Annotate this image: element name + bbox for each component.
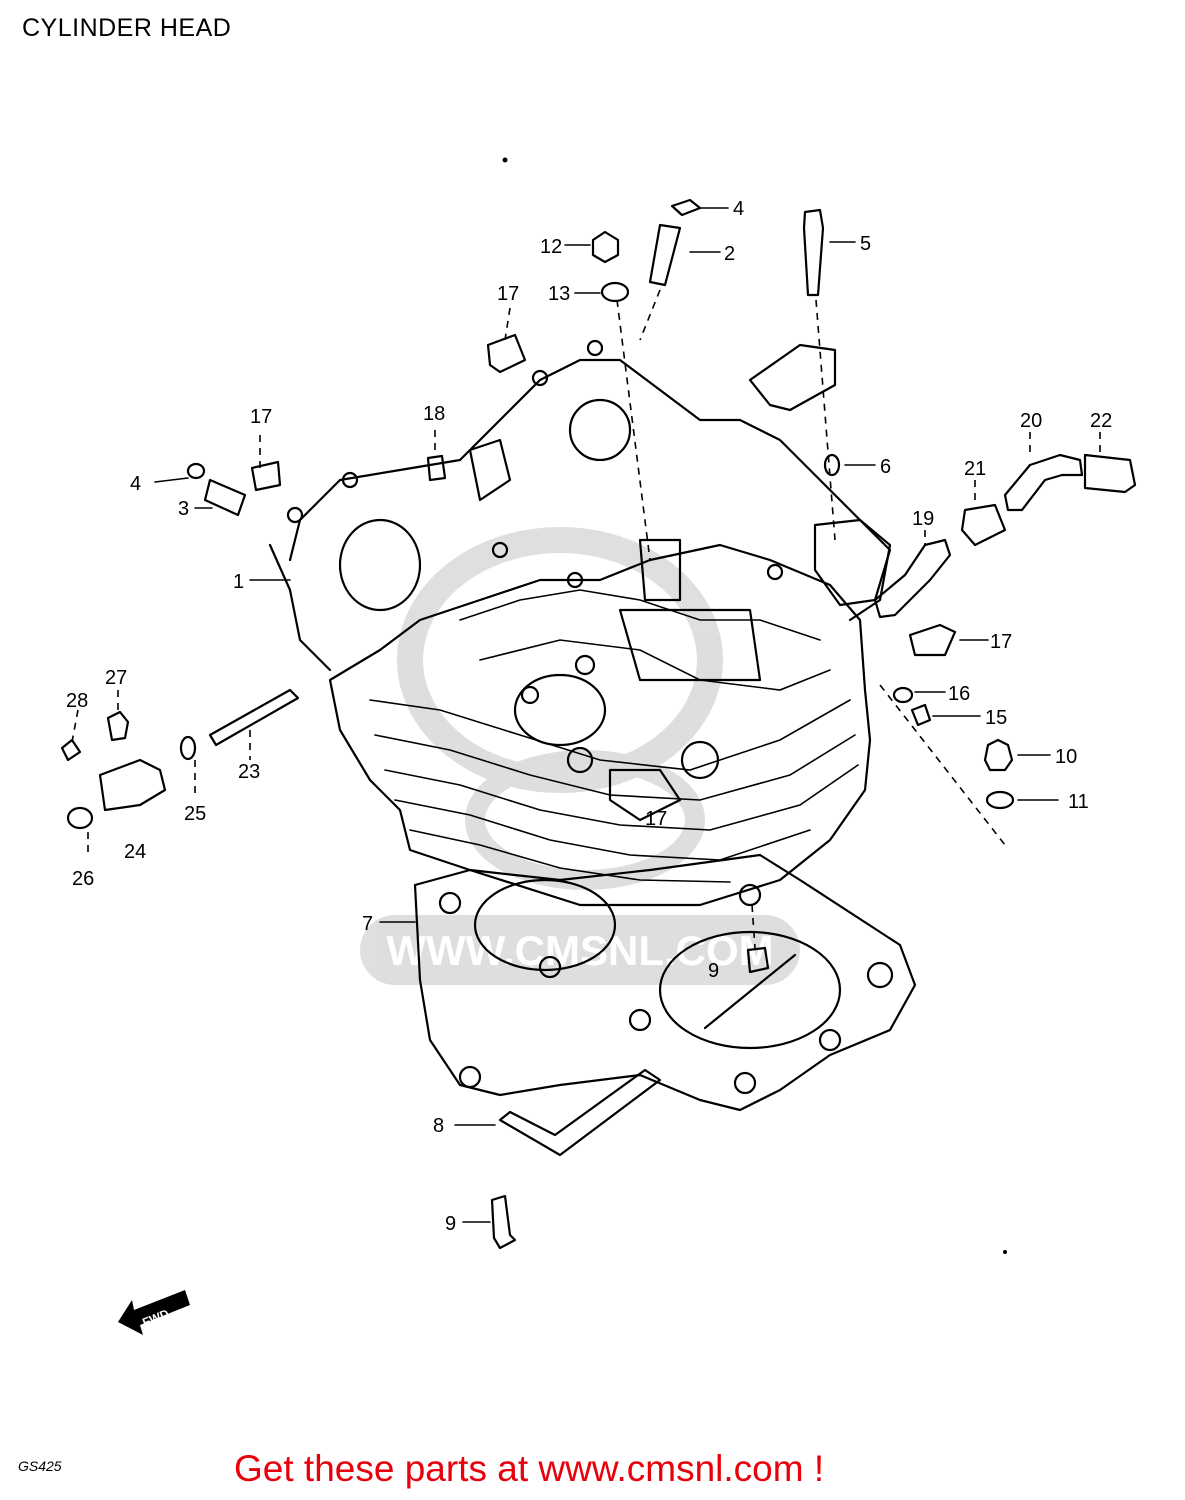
part-2-dowel — [648, 223, 682, 287]
figure-code: GS425 — [18, 1458, 62, 1474]
stray-dot — [1003, 1250, 1007, 1254]
callout-17-left: 17 — [250, 406, 272, 428]
callout-24: 24 — [124, 841, 146, 863]
callout-20: 20 — [1020, 410, 1042, 432]
part-24-holder — [98, 758, 167, 812]
part-14-washer — [600, 281, 630, 303]
part-26-cap — [66, 806, 94, 830]
callout-6: 6 — [880, 456, 891, 478]
part-5-stud — [802, 208, 825, 297]
part-23-shaft — [208, 688, 300, 747]
head-gasket — [413, 853, 917, 1112]
part-12-washer — [985, 790, 1015, 810]
callout-4-left: 4 — [130, 473, 141, 495]
part-18-plug — [426, 454, 447, 482]
callout-9: 9 — [445, 1213, 456, 1235]
part-11-cap-nut — [983, 738, 1014, 772]
page-title: CYLINDER HEAD — [22, 14, 232, 42]
part-21-sleeve — [960, 503, 1007, 547]
part-17-cap-left — [250, 460, 282, 492]
part-25-ring — [179, 735, 197, 761]
callout-10: 9 — [708, 960, 719, 982]
callout-13: 12 — [540, 236, 562, 258]
callout-17-center: 17 — [645, 808, 667, 830]
callout-2: 2 — [724, 243, 735, 265]
part-3-dowel-left — [203, 478, 247, 517]
part-15-screw — [910, 703, 932, 727]
part-20-hose — [1003, 453, 1084, 512]
callout-21: 21 — [964, 458, 986, 480]
part-6-oring — [823, 453, 841, 477]
callout-1: 1 — [233, 571, 244, 593]
part-22-cap — [1083, 453, 1137, 494]
part-9-bolt — [490, 1194, 517, 1250]
callout-5: 5 — [860, 233, 871, 255]
part-8 — [498, 1068, 662, 1157]
callout-16: 16 — [948, 683, 970, 705]
part-27-nut — [106, 710, 130, 742]
callout-27: 27 — [105, 667, 127, 689]
cylinder-head — [268, 339, 892, 907]
footer-link[interactable]: Get these parts at www.cmsnl.com ! — [234, 1448, 825, 1489]
part-4-clip-left — [186, 462, 206, 480]
part-13-nut — [591, 230, 620, 264]
part-10-dowel — [746, 946, 770, 974]
callout-labels: 12 13 17 4 2 5 6 18 17 4 3 1 20 22 21 19… — [66, 198, 1112, 1137]
callout-14: 13 — [548, 283, 570, 305]
callout-12: 11 — [1068, 791, 1089, 813]
callout-8: 8 — [433, 1115, 444, 1137]
callout-25: 25 — [184, 803, 206, 825]
callout-19: 19 — [912, 508, 934, 530]
part-17-cap-right — [908, 623, 957, 657]
callout-26: 26 — [72, 868, 94, 890]
callout-3: 3 — [178, 498, 189, 520]
callout-15: 15 — [985, 707, 1007, 729]
part-28-bolt — [60, 738, 82, 762]
leader-lines — [71, 289, 1101, 949]
fwd-arrow-icon: FWD — [118, 1290, 190, 1335]
callout-22: 22 — [1090, 410, 1112, 432]
stray-dot — [502, 157, 508, 163]
callout-4-top: 4 — [733, 198, 744, 220]
callout-leaders — [154, 207, 1059, 1223]
part-4-clip-top — [670, 198, 702, 217]
watermark: WWW.CMSNL.COM — [360, 527, 800, 985]
part-16-washer — [892, 686, 914, 704]
callout-17-top: 17 — [497, 283, 519, 305]
callout-17-right: 17 — [990, 631, 1012, 653]
watermark-text: WWW.CMSNL.COM — [386, 927, 773, 974]
callout-18: 18 — [423, 403, 445, 425]
callout-28: 28 — [66, 690, 88, 712]
part-19-sensor — [873, 538, 952, 619]
callout-7: 7 — [362, 913, 373, 935]
callout-23-right: 23 — [238, 761, 260, 783]
part-17-cap-top — [486, 333, 527, 374]
callout-11: 10 — [1055, 746, 1077, 768]
